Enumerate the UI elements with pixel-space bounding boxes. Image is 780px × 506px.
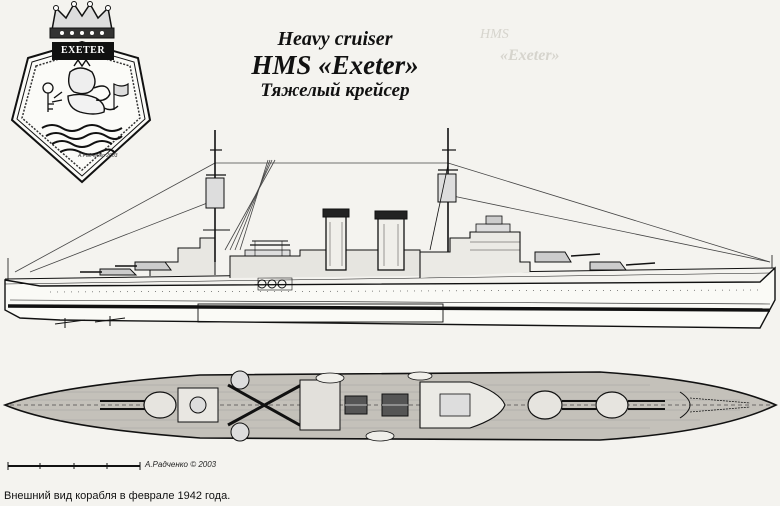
turret-a <box>595 391 665 419</box>
turret-b <box>527 390 600 420</box>
waves-icon <box>41 124 123 156</box>
figure-caption: Внешний вид корабля в феврале 1942 года. <box>4 490 231 502</box>
side-profile <box>4 128 776 329</box>
funnel-top-fore <box>381 393 409 417</box>
badge-artist-signature: А.Радченко 2003 <box>78 153 118 159</box>
anchor-icon <box>54 316 126 328</box>
funnel-aft <box>322 208 350 271</box>
catapult <box>227 370 306 442</box>
funnel-fore <box>374 210 408 271</box>
title-english-class: Heavy cruiser <box>277 28 393 50</box>
author-signature: А.Радченко © 2003 <box>145 460 217 469</box>
badge-ship-name: EXETER <box>60 45 106 56</box>
turret-y <box>100 391 177 419</box>
seaplane-icon <box>244 240 291 257</box>
svg-text:«Exeter»: «Exeter» <box>500 47 560 64</box>
key-icon <box>42 82 54 112</box>
title-russian-class: Тяжелый крейсер <box>260 80 410 101</box>
svg-text:HMS: HMS <box>479 27 509 42</box>
boat-davits <box>257 277 293 291</box>
funnel-top-aft <box>344 395 368 415</box>
ship-badge <box>10 1 152 184</box>
scale-bar <box>7 462 141 470</box>
flag-icon <box>113 82 129 110</box>
title-ship-name: HMS «Exeter» <box>251 50 419 80</box>
lion-icon <box>51 58 119 115</box>
plan-view <box>2 370 778 442</box>
crown-icon <box>49 1 115 39</box>
